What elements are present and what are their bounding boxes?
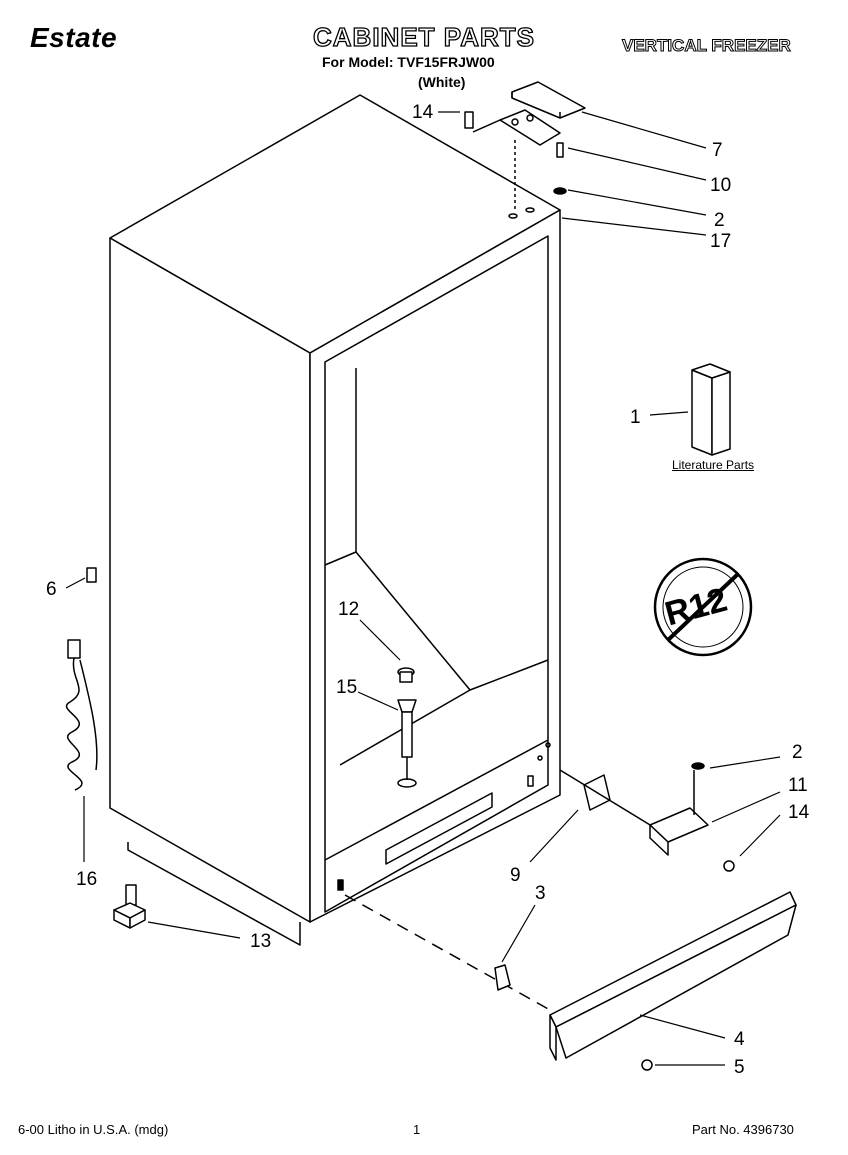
cabinet-body (109, 94, 561, 946)
color-line: (White) (418, 74, 466, 90)
callout-4: 4 (734, 1029, 745, 1050)
hinge-cover (511, 81, 586, 119)
callout-1: 1 (630, 407, 641, 428)
toe-grille (344, 891, 797, 1071)
literature-book (691, 363, 731, 456)
brand-logo: Estate (30, 22, 118, 53)
category-title: VERTICAL FREEZER (622, 36, 792, 56)
leveling-leg (113, 884, 146, 929)
callout-13: 13 (250, 931, 272, 952)
footer-page-number: 1 (413, 1122, 421, 1137)
callout-10: 10 (710, 175, 732, 196)
callout-14-bottom: 14 (788, 802, 810, 823)
page-title: CABINET PARTS (312, 21, 535, 52)
callout-16: 16 (76, 869, 98, 890)
callout-15: 15 (336, 677, 358, 698)
callout-3: 3 (535, 883, 546, 904)
callout-5: 5 (734, 1057, 745, 1078)
drain-parts (397, 667, 417, 788)
model-line: For Model: TVF15FRJW00 (322, 54, 495, 70)
callout-6: 6 (46, 579, 57, 600)
r12-badge-icon (653, 557, 753, 657)
power-cord (65, 639, 98, 791)
top-hinge (464, 109, 567, 210)
footer-part-number: Part No. 4396730 (692, 1122, 794, 1137)
callout-14-top: 14 (412, 102, 434, 123)
literature-caption: Literature Parts (672, 458, 755, 472)
callout-7: 7 (712, 140, 723, 161)
lower-hinge (559, 762, 735, 872)
callout-17: 17 (710, 231, 732, 252)
callout-2-bottom: 2 (792, 742, 803, 763)
leader-lines (65, 111, 781, 1066)
footer-print-info: 6-00 Litho in U.S.A. (mdg) (18, 1122, 169, 1137)
callout-2-top: 2 (714, 210, 725, 231)
clip-part (86, 567, 97, 583)
callout-11: 11 (788, 775, 808, 796)
callout-9: 9 (510, 865, 521, 886)
callout-12: 12 (338, 599, 360, 620)
